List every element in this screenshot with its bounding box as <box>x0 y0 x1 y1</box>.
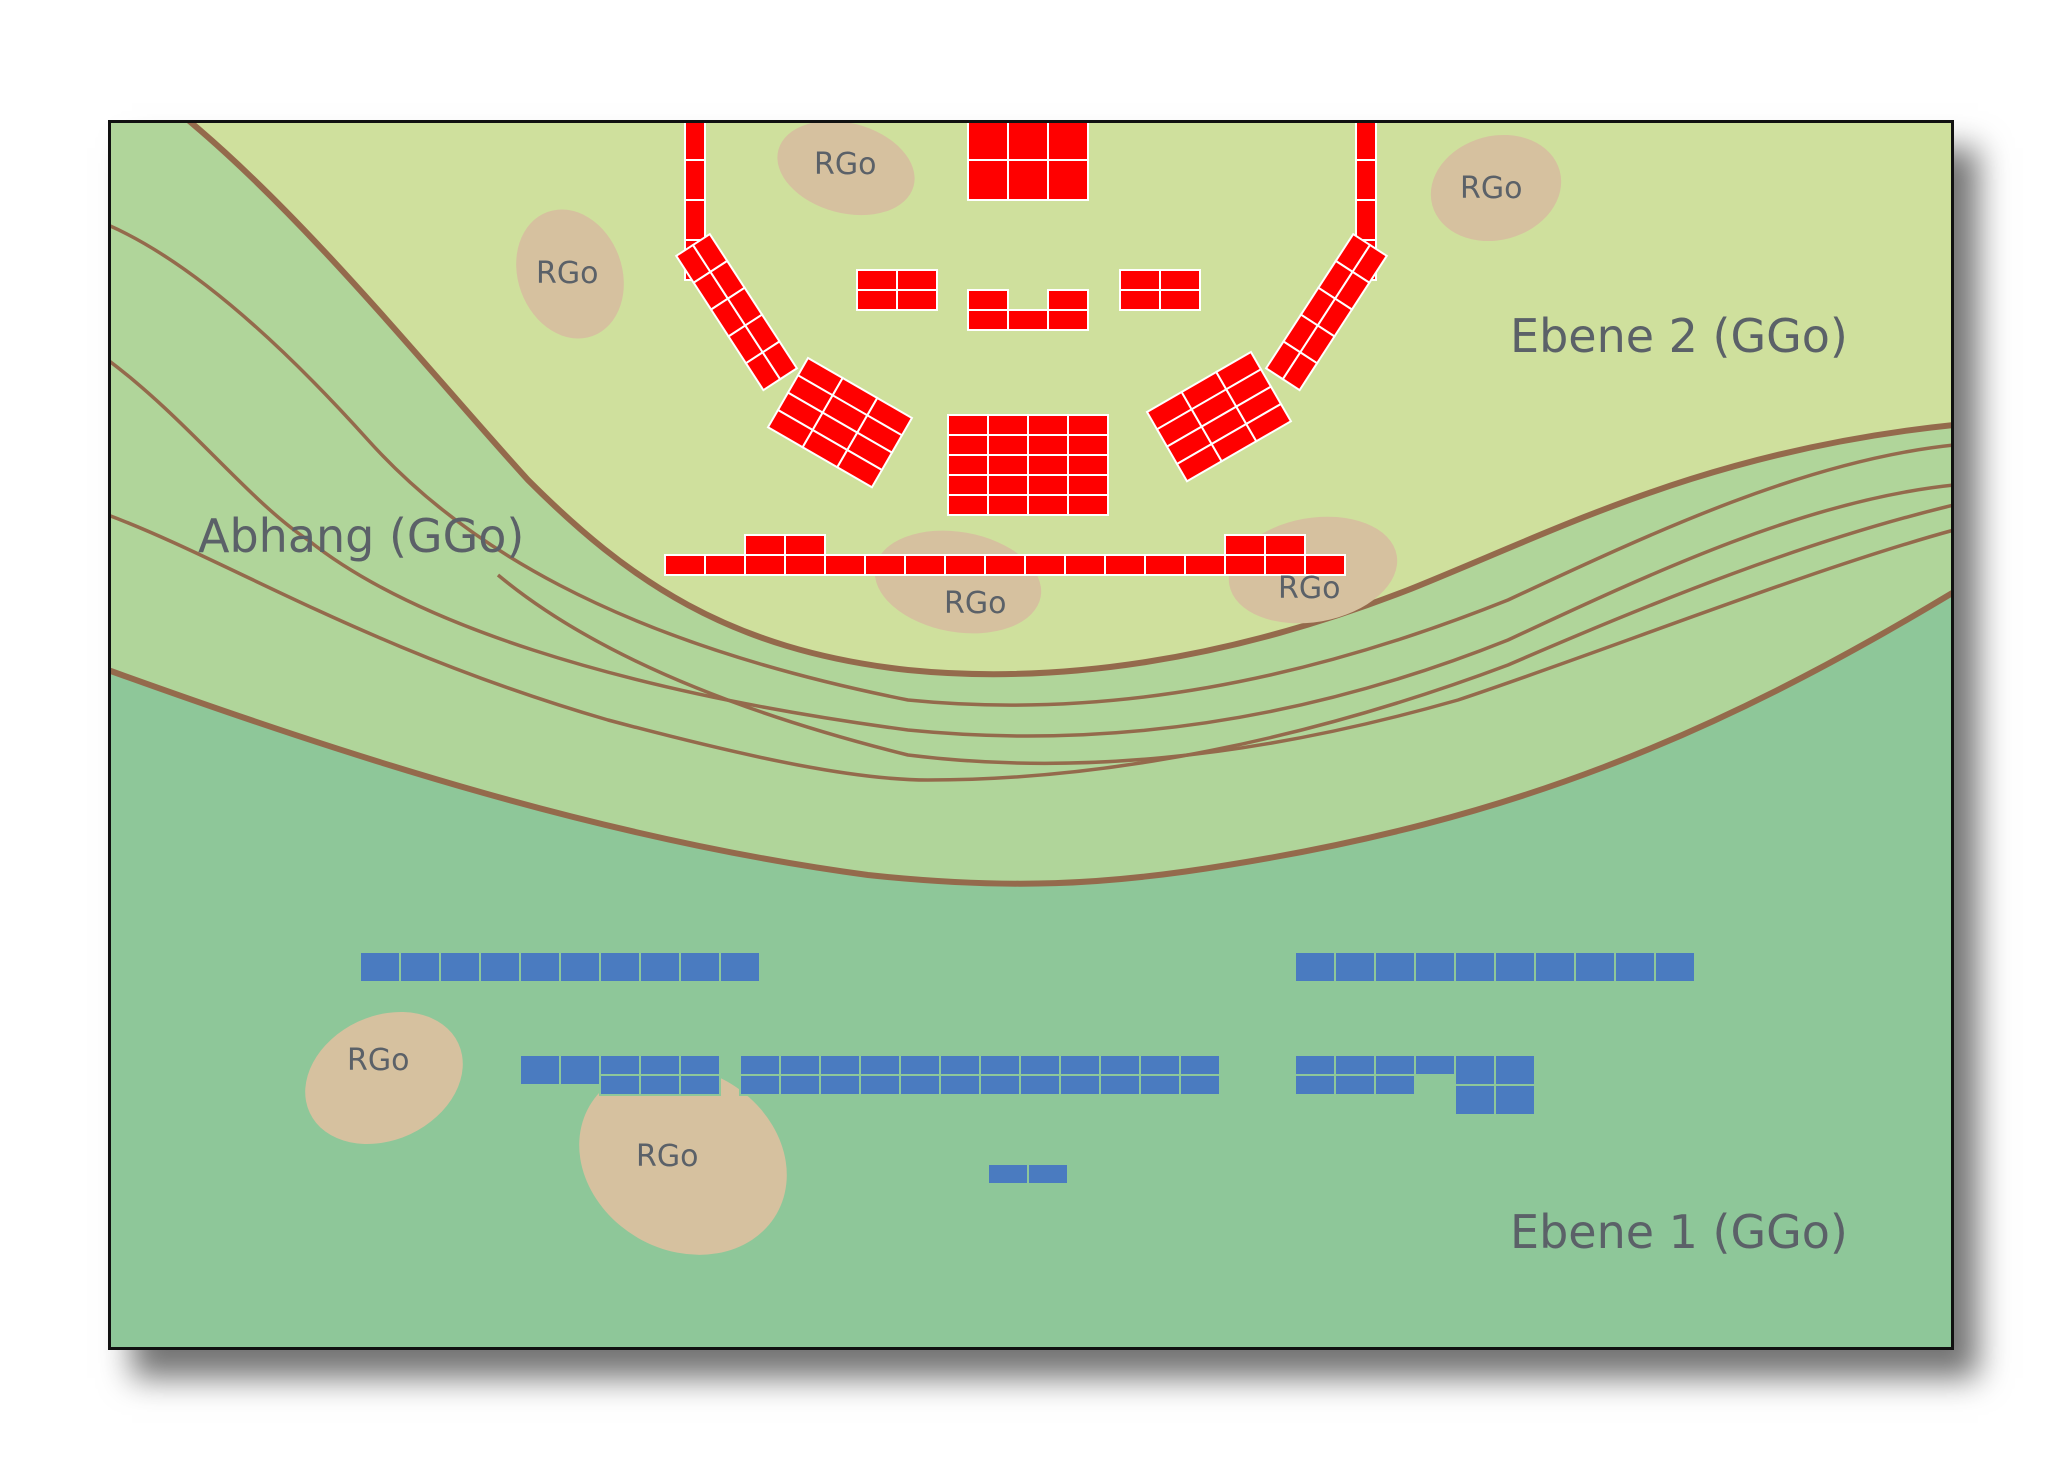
contour-lower-bold <box>108 589 1954 887</box>
contour-1 <box>108 223 1954 707</box>
rgo-label: RGo <box>814 147 876 182</box>
ebene1-label: Ebene 1 (GGo) <box>1510 1205 1848 1259</box>
blue-unit-formation <box>359 951 1696 1185</box>
map-border <box>108 120 1954 1350</box>
contour-lines <box>108 120 1954 887</box>
rgo-blob <box>305 1011 463 1145</box>
rgo-blob <box>1430 134 1562 242</box>
red-top-block <box>967 120 1089 201</box>
rgo-label: RGo <box>636 1139 698 1174</box>
rgo-blob <box>777 120 915 216</box>
rgo-label: RGo <box>944 586 1006 621</box>
red-lower-right-block <box>1145 350 1293 483</box>
contour-upper-bold <box>186 120 1954 678</box>
contour-4 <box>496 528 1954 766</box>
rgo-label: RGo <box>536 256 598 291</box>
red-left-wing <box>674 232 799 392</box>
rgo-label: RGo <box>1460 171 1522 206</box>
rgo-labels: RGo RGo RGo RGo RGo RGo RGo <box>347 147 1522 1174</box>
blue-lower-center-block <box>739 1054 1221 1096</box>
red-mid-center <box>967 289 1089 331</box>
red-bottom-center-block <box>947 414 1109 516</box>
rgo-blob <box>516 209 624 339</box>
contour-3 <box>108 503 1954 782</box>
terrain-map-svg: RGo RGo RGo RGo RGo RGo RGo Ebene 2 (GGo… <box>108 120 1954 1350</box>
blue-reserve <box>987 1163 1069 1185</box>
ebene2-area <box>188 120 1954 675</box>
blue-lower-left-block <box>519 1054 721 1096</box>
red-unit-formation <box>664 120 1389 576</box>
red-mid-right <box>1119 269 1201 311</box>
blue-upper-left-line <box>359 951 761 983</box>
rgo-areas <box>305 120 1562 1255</box>
blue-lower-right-block <box>1294 1054 1536 1116</box>
terrain-map: RGo RGo RGo RGo RGo RGo RGo Ebene 2 (GGo… <box>108 120 1954 1350</box>
ebene2-label: Ebene 2 (GGo) <box>1510 309 1848 363</box>
red-mid-left <box>856 269 938 311</box>
rgo-label: RGo <box>347 1043 409 1078</box>
red-right-wing <box>1264 232 1389 392</box>
red-front-line <box>664 534 1346 576</box>
blue-upper-right-line <box>1294 951 1696 983</box>
contour-2 <box>108 358 1954 738</box>
rgo-blob <box>579 1065 787 1255</box>
red-lower-left-block <box>766 356 914 489</box>
abhang-label: Abhang (GGo) <box>198 509 524 563</box>
rgo-label: RGo <box>1278 571 1340 606</box>
